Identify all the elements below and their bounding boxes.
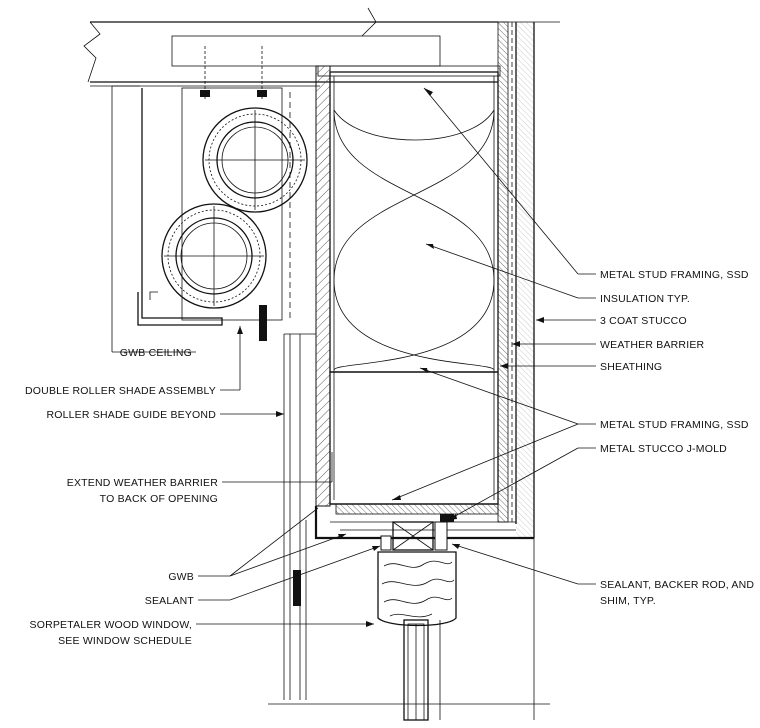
window-head	[314, 503, 534, 540]
roller-tube-upper	[202, 107, 308, 213]
wood-window-frame	[377, 551, 457, 721]
callout-gwb-ceiling: GWB CEILING	[120, 347, 192, 359]
callout-stucco: 3 COAT STUCCO	[600, 315, 687, 327]
leaders-right	[391, 87, 596, 585]
callout-weather-barrier: WEATHER BARRIER	[600, 339, 705, 351]
roller-tube-lower	[161, 203, 267, 309]
callout-labels-right: METAL STUD FRAMING, SSD INSULATION TYP. …	[600, 269, 754, 607]
insulation-batt	[333, 109, 495, 371]
leaders-left	[111, 85, 381, 627]
callout-labels-left: GWB CEILING DOUBLE ROLLER SHADE ASSEMBLY…	[25, 347, 218, 647]
callout-sealant-backer-line1: SEALANT, BACKER ROD, AND	[600, 579, 754, 591]
callout-sealant: SEALANT	[145, 595, 195, 607]
callout-gwb: GWB	[168, 571, 194, 583]
callout-roller-guide: ROLLER SHADE GUIDE BEYOND	[46, 409, 216, 421]
gwb-wall-layer	[315, 65, 331, 507]
callout-sheathing: SHEATHING	[600, 361, 662, 373]
shade-bottom-bar	[259, 305, 267, 341]
callout-insulation: INSULATION TYP.	[600, 293, 690, 305]
callout-wood-window-line1: SORPETALER WOOD WINDOW,	[30, 619, 193, 631]
metal-stud-cavity	[329, 71, 499, 505]
exterior-cladding	[497, 21, 535, 538]
callout-j-mold: METAL STUCCO J-MOLD	[600, 443, 727, 455]
callout-wood-window-line2: SEE WINDOW SCHEDULE	[58, 635, 192, 647]
callout-double-roller: DOUBLE ROLLER SHADE ASSEMBLY	[25, 385, 216, 397]
roller-shade-guide	[283, 333, 316, 700]
callout-extend-wb-line2: TO BACK OF OPENING	[100, 493, 218, 505]
callout-metal-stud-top: METAL STUD FRAMING, SSD	[600, 269, 749, 281]
window-shim-block	[380, 514, 454, 551]
anchor-bolts	[200, 46, 267, 100]
callout-metal-stud-bottom: METAL STUD FRAMING, SSD	[600, 419, 749, 431]
callout-sealant-backer-line2: SHIM, TYP.	[600, 595, 656, 607]
shade-bottom-bar-lower	[293, 570, 301, 606]
callout-extend-wb-line1: EXTEND WEATHER BARRIER	[67, 477, 218, 489]
